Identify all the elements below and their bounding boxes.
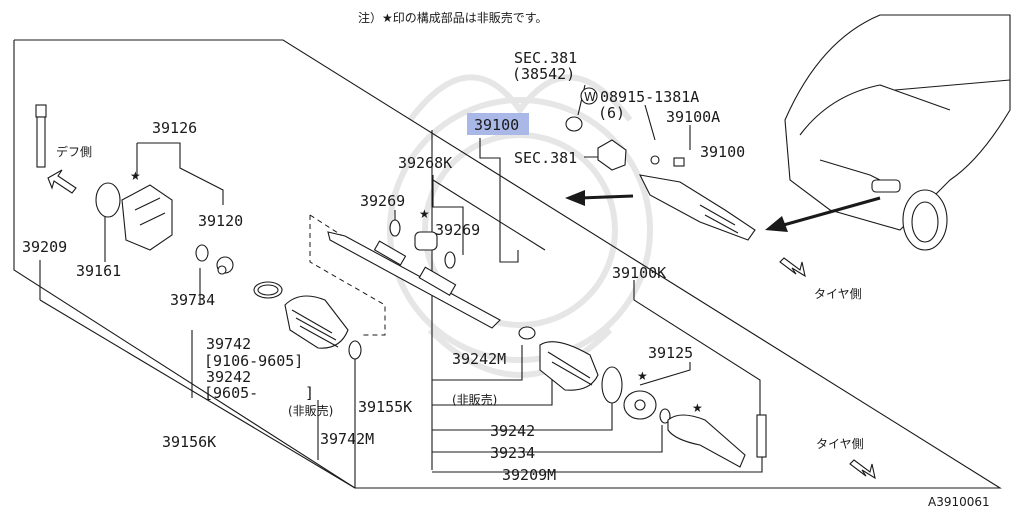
label-39156k: 39156K [162, 433, 216, 451]
part-39126-housing [121, 184, 173, 251]
part-39125-cv-joint [623, 390, 657, 420]
label-39742: 39742 [206, 335, 251, 353]
label-washer-code: 08915-1381A [600, 88, 699, 106]
svg-text:★: ★ [692, 401, 703, 415]
label-washer-qty: (6) [598, 104, 625, 122]
highlight-39100 [467, 113, 529, 135]
label-39242m: 39242M [452, 350, 506, 368]
label-diff-side: デフ側 [56, 144, 92, 159]
label-39100-right: 39100 [700, 143, 745, 161]
part-39209m-bolt [756, 414, 767, 458]
label-39742m: 39742M [320, 430, 374, 448]
label-39234: 39234 [490, 444, 535, 462]
label-sec381-top: SEC.381 [514, 49, 577, 67]
label-39161: 39161 [76, 262, 121, 280]
label-sec381-top-num: (38542) [512, 65, 575, 83]
part-outer-joint [667, 414, 746, 468]
label-39242-range-end: ] [305, 384, 314, 402]
part-39242-band [601, 366, 623, 404]
part-boot-left [284, 295, 349, 349]
hollow-arrow-tire-side-top [779, 257, 806, 278]
label-39155k: 39155K [358, 398, 412, 416]
label-39209: 39209 [22, 238, 67, 256]
part-boot-right [539, 341, 599, 391]
washer-marker-circle [580, 87, 598, 105]
label-39100a: 39100A [666, 108, 720, 126]
label-39125: 39125 [648, 344, 693, 362]
label-39734: 39734 [170, 291, 215, 309]
part-39734-ring [195, 244, 209, 262]
label-39126: 39126 [152, 119, 197, 137]
assembly-bracket [39, 260, 356, 488]
part-39742-band [253, 281, 283, 299]
label-sec381-mid: SEC.381 [514, 149, 577, 167]
label-tire-side-1: タイヤ側 [814, 287, 862, 301]
label-39242-range: [9605- [204, 384, 258, 402]
svg-text:★: ★ [419, 207, 430, 221]
direction-arrows [565, 190, 881, 232]
label-not-for-sale-1: (非販売) [288, 403, 333, 418]
svg-text:★: ★ [130, 169, 141, 183]
part-39209-bolt [35, 104, 47, 168]
label-washer-marker: W [584, 90, 596, 104]
vehicle-illustration [784, 14, 1011, 251]
label-39209m: 39209M [502, 466, 556, 484]
label-39100k: 39100K [612, 264, 666, 282]
part-39234-ring [659, 408, 671, 424]
not-for-sale-stars: ★ ★ ★ ★ [130, 169, 703, 415]
part-39242m-band [518, 326, 536, 340]
inner-assembly-outline [309, 215, 386, 336]
part-39161-seal [95, 182, 121, 218]
label-39120: 39120 [198, 212, 243, 230]
label-39268k: 39268K [398, 154, 452, 172]
part-39742m-band [348, 340, 362, 360]
label-39100-main: 39100 [474, 116, 519, 134]
part-shaft [327, 231, 501, 329]
part-39120-joint [216, 256, 234, 275]
hollow-arrow-tire-side-bottom [849, 459, 876, 480]
note-text: 注）★印の構成部品は非販売です。 [358, 10, 548, 25]
part-39100-assembly [565, 116, 756, 241]
inner-assembly-outline-top [309, 214, 381, 261]
hollow-arrow-diff-side [47, 169, 77, 194]
part-39269-rings [389, 219, 456, 269]
label-39242-lower: 39242 [490, 422, 535, 440]
label-39269-right: 39269 [435, 221, 480, 239]
label-39269-left: 39269 [360, 192, 405, 210]
label-not-for-sale-2: (非販売) [452, 392, 497, 407]
label-39242: 39242 [206, 368, 251, 386]
label-39742-range: [9106-9605] [204, 352, 303, 370]
svg-text:★: ★ [637, 369, 648, 383]
figure-code: A3910061 [928, 495, 990, 509]
label-tire-side-2: タイヤ側 [816, 437, 864, 451]
frame-lines [13, 39, 1002, 489]
